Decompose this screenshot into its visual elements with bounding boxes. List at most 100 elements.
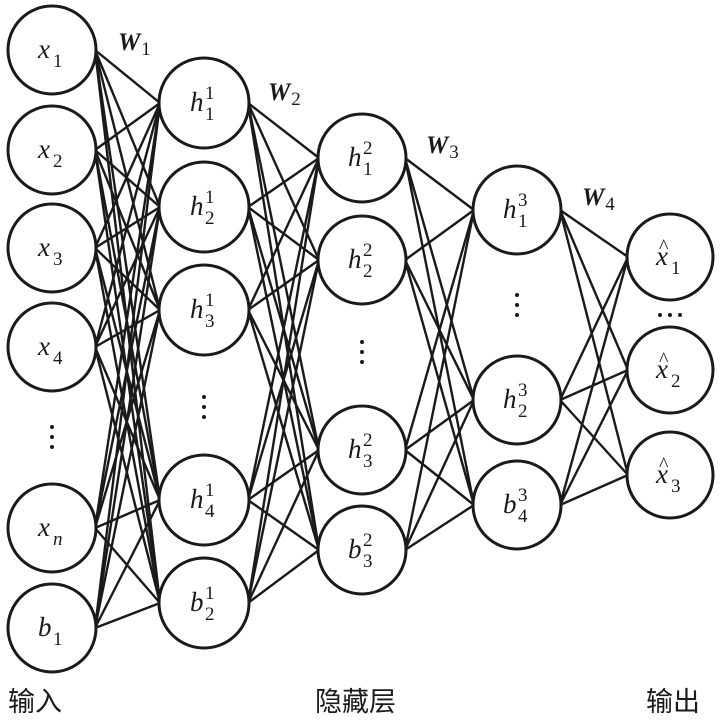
weight-label-w3: W3 [426,132,459,163]
node-label: b [190,587,204,617]
ellipsis-dot [202,415,206,419]
node-xhat2: x^2 [625,325,715,415]
node-superscript: 1 [205,83,215,104]
ellipsis-dot [202,405,206,409]
edge-b1-h1_1 [93,102,162,629]
node-superscript: 3 [518,485,528,506]
edge-x4-h1_2 [93,206,162,348]
node-circle [157,453,251,547]
hat-accent: ^ [659,349,669,371]
node-circle [6,482,98,574]
edge-b4_3-xhat3 [559,473,629,507]
node-xhat3: x^3 [625,430,715,520]
node-label: x [655,354,668,384]
node-subscript: 2 [363,261,373,282]
edge-h2_1-h3_1 [404,157,475,211]
node-circle [6,301,98,393]
node-subscript: 4 [205,501,215,522]
edge-h2_3-h3_1 [403,209,476,451]
node-subscript: 3 [363,451,373,472]
node-label: h [348,244,362,274]
horizontal-ellipsis-icon [658,313,682,317]
edge-h3_1-xhat1 [559,209,629,258]
node-label: x [37,512,50,542]
node-subscript: 3 [205,311,215,332]
edge-h1_3-h2_2 [247,259,320,311]
node-subscript: 1 [518,211,528,232]
input-layer-caption: 输入 [8,687,62,718]
hat-accent: ^ [659,454,669,476]
ellipsis-dot [360,340,364,344]
edge-h3_1-xhat3 [558,209,630,476]
node-circle [6,104,98,196]
node-circle [316,112,408,204]
node-superscript: 1 [205,480,215,501]
node-subscript: 2 [53,151,63,172]
node-xhat1: x^1 [625,212,715,302]
node-label: h [503,384,517,414]
edge-b1-h1_4 [93,499,162,629]
node-label: x [655,459,668,489]
node-subscript: 4 [518,506,528,527]
node-subscript: n [53,529,63,550]
node-circle [6,582,98,674]
node-superscript: 2 [363,430,373,451]
edge-b3_2-h3_2 [403,399,476,551]
node-subscript: 3 [671,476,681,497]
node-circle [471,354,563,446]
node-label: b [348,534,362,564]
weight-label-w1: W1 [118,29,151,60]
edge-h2_1-h3_2 [403,157,476,401]
edge-b2_1-h2_1 [246,157,321,604]
edge-xn-h1_4 [94,498,161,530]
node-superscript: 3 [518,190,528,211]
node-superscript: 3 [518,380,528,401]
vertical-ellipsis-icon [360,340,364,364]
node-label: h [348,434,362,464]
edge-x1-h1_1 [94,49,161,104]
node-superscript: 1 [205,290,215,311]
ellipsis-dot [515,303,519,307]
node-circle [625,212,715,302]
node-circle [157,263,251,357]
ellipsis-dot [658,313,662,317]
node-superscript: 1 [205,583,215,604]
ellipsis-dot [668,313,672,317]
ellipsis-dot [202,395,206,399]
node-subscript: 1 [363,159,373,180]
node-circle [157,556,251,650]
weight-label-w4: W4 [582,184,615,215]
edge-xn-h1_1 [93,102,162,529]
vertical-ellipsis-icon [50,425,54,449]
hidden-layer-caption: 隐藏层 [315,687,396,718]
vertical-ellipsis-icon [202,395,206,419]
edge-h1_1-h2_3 [246,102,321,451]
node-subscript: 2 [518,401,528,422]
edge-x2-h1_1 [94,102,161,151]
edge-h3_2-xhat1 [558,256,630,401]
edge-h3_1-xhat2 [558,209,630,371]
weight-subscript: 4 [605,194,615,215]
node-superscript: 2 [363,138,373,159]
edge-h1_4-h2_1 [246,157,321,501]
node-circle [316,214,408,306]
node-label: h [190,484,204,514]
edge-h2_3-h3_2 [404,399,475,451]
ellipsis-dot [50,445,54,449]
ellipsis-dot [678,313,682,317]
edge-h1_4-h2_3 [247,449,320,501]
